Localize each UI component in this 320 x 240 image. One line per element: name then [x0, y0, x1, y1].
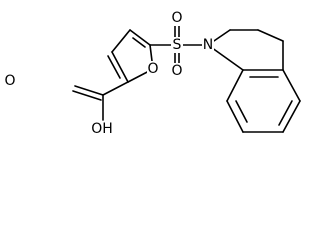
molecule-svg: O S O O N O OH [4, 10, 301, 138]
carboxylic-acid-group [72, 81, 129, 121]
bond-c5-c4a [282, 69, 301, 102]
furan-ring [107, 29, 154, 83]
atom-o-furan-label: O [147, 61, 158, 77]
bond-c8a-c8 [226, 69, 244, 102]
bond-cacid-ocarbonyl-double [72, 90, 102, 101]
atom-n-ring-label: N [203, 37, 213, 53]
bond-c2-c3 [111, 51, 129, 83]
bond-cacid-ocarbonyl [74, 85, 104, 96]
atom-o-sulfonyl-top-label: O [171, 10, 182, 26]
atom-s-sulfonyl: S [171, 37, 183, 53]
bond-c3-c4 [111, 29, 131, 53]
benzene-ring [226, 69, 301, 133]
atom-o-sulfonyl-top: O [171, 10, 183, 26]
bond-c6-c5-inner [278, 100, 293, 126]
atom-oh-acid-label: OH [91, 121, 113, 137]
bond-c4-c5-double [132, 37, 146, 48]
atom-o-sulfonyl-bottom-label: O [171, 63, 182, 79]
bond-c4-c5 [129, 29, 151, 46]
atom-oh-acid: OH [90, 121, 114, 138]
bond-c2-cacid [102, 81, 129, 96]
bond-c6-c5 [282, 100, 301, 133]
atom-o-carbonyl-label: O [4, 73, 15, 89]
atom-n-ring: N [202, 37, 214, 53]
bond-c2-c3-double [107, 55, 121, 79]
atom-o-carbonyl: O [4, 73, 16, 89]
atom-o-sulfonyl-bottom: O [171, 63, 183, 79]
atom-s-sulfonyl-label: S [173, 37, 182, 53]
atom-o-furan: O [147, 61, 159, 77]
structure-diagram: O S O O N O OH [4, 10, 301, 138]
bond-c3-c4 [257, 29, 284, 42]
bond-c8-c7 [226, 100, 244, 133]
saturated-ring [207, 29, 284, 71]
bond-c8-c7-inner [235, 100, 248, 123]
